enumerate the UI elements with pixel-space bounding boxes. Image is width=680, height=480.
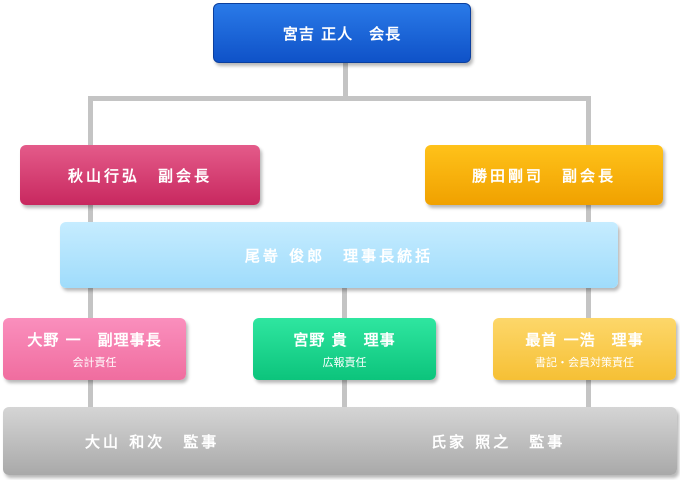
vice-president-box-right: 勝田剛司 副会長	[425, 145, 663, 205]
connector-horizontal-top	[88, 96, 591, 101]
vice-president-box-left: 秋山行弘 副会長	[20, 145, 260, 205]
director-box-1: 大野 一 副理事長 会計責任	[3, 318, 186, 380]
chairman-box: 宮吉 正人 会長	[213, 3, 471, 63]
vice-president-label-left: 秋山行弘 副会長	[67, 166, 212, 185]
director-general-label: 尾嵜 俊郎 理事長統括	[244, 246, 434, 265]
director-role-2: 広報責任	[322, 355, 367, 369]
auditor-label-1: 大山 和次 監事	[85, 432, 220, 451]
director-general-box: 尾嵜 俊郎 理事長統括	[60, 222, 618, 288]
director-role-3: 書記・会員対策責任	[535, 355, 634, 369]
auditor-label-2: 氏家 照之 監事	[431, 432, 566, 451]
connector-chairman-down	[343, 63, 348, 98]
auditors-box: 大山 和次 監事 氏家 照之 監事	[3, 407, 677, 475]
vice-president-label-right: 勝田剛司 副会長	[471, 166, 616, 185]
director-box-2: 宮野 貴 理事 広報責任	[253, 318, 436, 380]
director-box-3: 最首 一浩 理事 書記・会員対策責任	[493, 318, 676, 380]
director-label-3: 最首 一浩 理事	[525, 330, 644, 349]
chairman-label: 宮吉 正人 会長	[282, 24, 402, 43]
director-role-1: 会計責任	[72, 355, 117, 369]
director-label-2: 宮野 貴 理事	[293, 330, 396, 349]
director-label-1: 大野 一 副理事長	[27, 330, 162, 349]
